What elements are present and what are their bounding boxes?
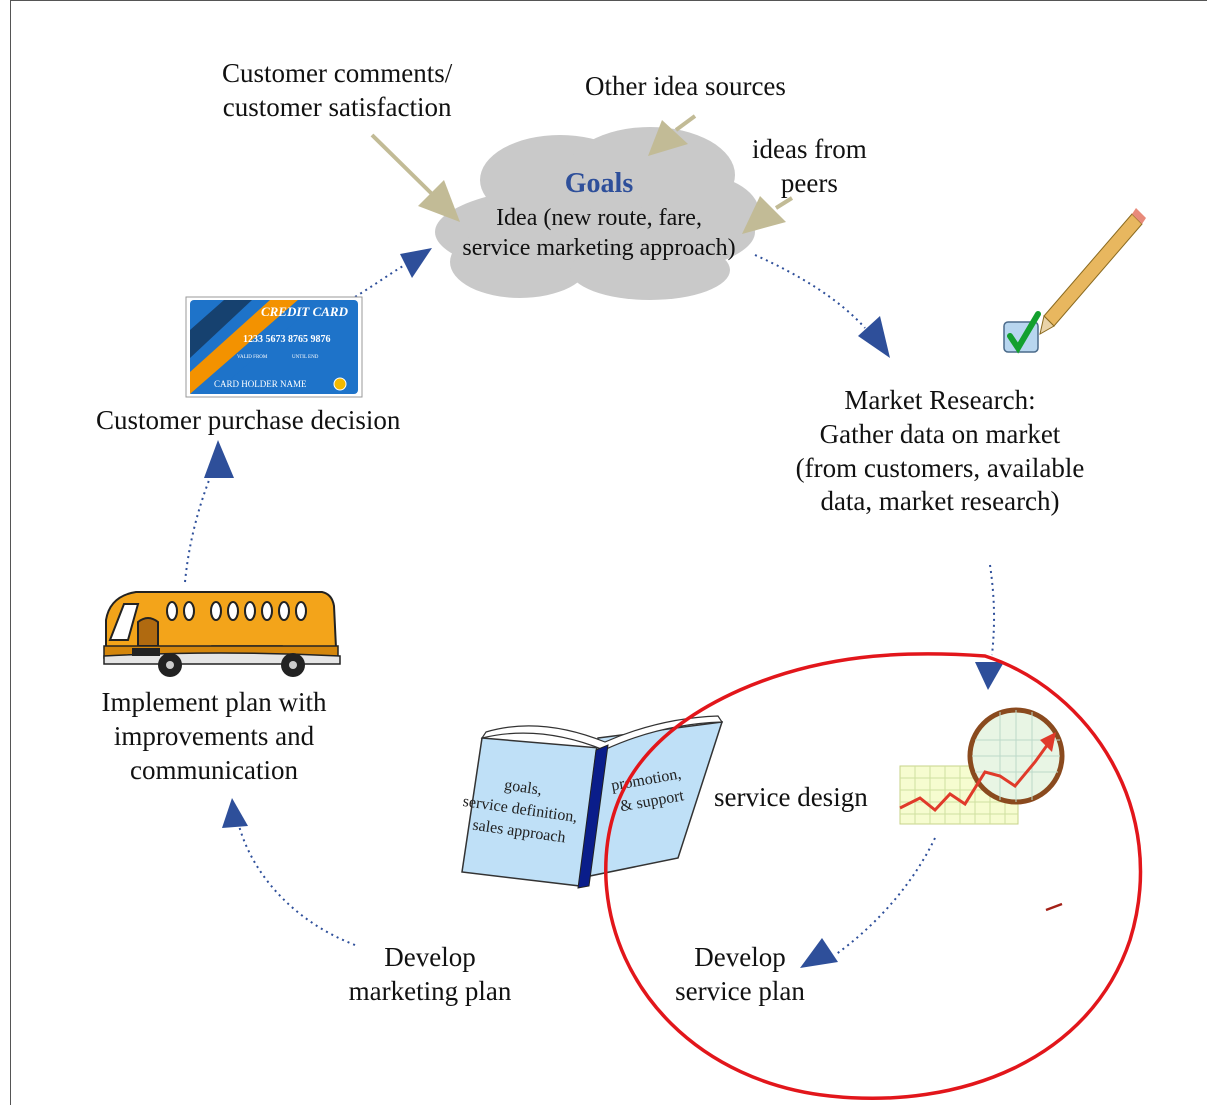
customer-comments-line1: Customer comments/ — [222, 58, 453, 88]
flow-arrow-purchase-to-goals — [349, 261, 411, 301]
input-arrow-other-sources — [648, 114, 697, 156]
flow-arrow-implement-to-purchase — [184, 469, 214, 583]
peers-line1: ideas from — [752, 134, 867, 164]
goals-title: Goals — [565, 168, 634, 199]
bus-image — [103, 591, 341, 677]
peers-line2: peers — [780, 167, 838, 198]
marketing-plan-label: Develop marketing plan — [330, 941, 530, 1009]
card-until-end: UNTIL END — [292, 355, 319, 360]
implement-line2: improvements and — [113, 720, 315, 751]
input-arrow-peers — [742, 196, 794, 234]
card-number: 1233 5673 8765 9876 — [243, 334, 331, 345]
arrowhead-design — [975, 662, 1004, 690]
arrowhead-purchase — [204, 440, 234, 478]
service-plan-line1: Develop — [694, 942, 786, 972]
card-holder: CARD HOLDER NAME — [214, 379, 307, 389]
arrowhead-goals — [400, 248, 432, 278]
book-image: goals, service definition, sales approac… — [461, 715, 724, 889]
input-arrow-customer-comments — [370, 133, 460, 222]
diagram-frame — [10, 0, 1207, 1105]
highlight-ring — [604, 652, 1143, 1101]
implement-line3: communication — [130, 754, 298, 785]
book-left-line1: goals, — [503, 777, 543, 799]
marketing-plan-line2: marketing plan — [348, 975, 512, 1006]
customer-comments-line2: customer satisfaction — [222, 91, 452, 122]
flow-arrow-marketing-to-implement — [237, 821, 356, 946]
card-valid-from: VALID FROM — [237, 355, 268, 360]
pencil-check-image — [1003, 208, 1146, 354]
market-research-line3: (from customers, available — [795, 452, 1085, 483]
marketing-plan-line1: Develop — [384, 942, 476, 972]
peers-label: ideas from peers — [752, 133, 867, 201]
other-sources-label: Other idea sources — [585, 71, 786, 101]
service-plan-line2: service plan — [675, 975, 805, 1006]
arrowhead-service-plan — [800, 938, 838, 968]
customer-comments-label: Customer comments/ customer satisfaction — [222, 57, 452, 125]
flow-arrow-goals-to-research — [754, 254, 866, 329]
market-research-line1: Market Research: — [844, 385, 1036, 415]
chart-magnifier-image — [899, 707, 1065, 825]
flow-arrow-research-to-design — [989, 564, 996, 656]
ring-mark — [1045, 902, 1063, 912]
implement-line1: Implement plan with — [101, 687, 327, 717]
market-research-label: Market Research: Gather data on market (… — [775, 384, 1105, 519]
credit-card-image: CREDIT CARD 1233 5673 8765 9876 VALID FR… — [185, 296, 363, 398]
market-research-line2: Gather data on market — [819, 418, 1061, 449]
market-research-line4: data, market research) — [820, 486, 1060, 517]
service-plan-label: Develop service plan — [660, 941, 820, 1009]
flow-arrow-design-to-service-plan — [834, 837, 936, 956]
implement-plan-label: Implement plan with improvements and com… — [78, 686, 350, 787]
goals-cloud — [435, 127, 760, 300]
arrowhead-research — [858, 316, 890, 358]
goals-line2: service marketing approach) — [462, 235, 735, 261]
arrowhead-implement — [222, 798, 248, 828]
service-design-label: service design — [714, 782, 868, 812]
purchase-decision-label: Customer purchase decision — [96, 405, 401, 435]
goals-line1: Idea (new route, fare, — [496, 205, 702, 231]
card-title: CREDIT CARD — [261, 304, 349, 319]
